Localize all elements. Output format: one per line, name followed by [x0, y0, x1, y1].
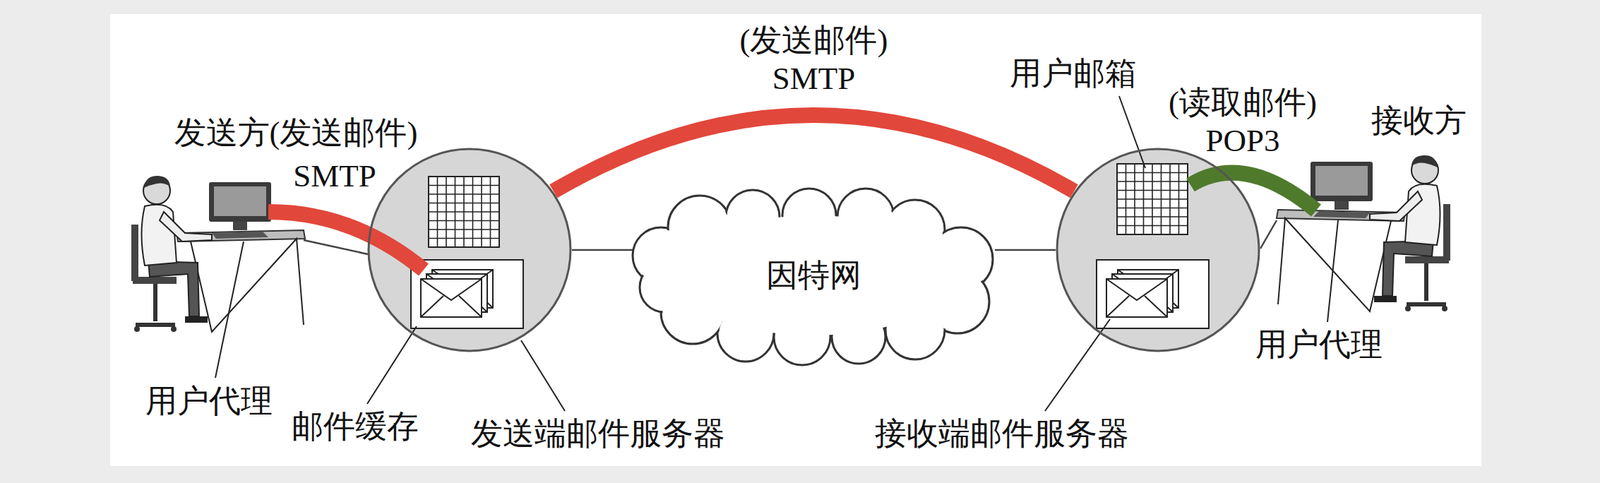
receiver-label: 接收方 [1371, 101, 1467, 140]
server-fill [1057, 148, 1259, 351]
mailbox-label: 用户邮箱 [1009, 54, 1137, 93]
cloud-outline [632, 188, 993, 366]
network-link [994, 249, 1056, 252]
mailbox-grid [428, 176, 500, 248]
leader-line [521, 340, 565, 411]
server-outline [1057, 148, 1259, 351]
leader-line [367, 326, 417, 404]
sender-label: 发送方(发送邮件) [174, 113, 419, 152]
mail-server: 发送端邮件服务器 [367, 147, 572, 353]
mailbox-grid [1117, 163, 1188, 235]
network-wire [303, 240, 368, 255]
user-agent-label: 用户代理 [1255, 325, 1383, 364]
leader-line [215, 241, 244, 378]
mail-cache-label: 邮件缓存 [291, 407, 419, 446]
leader-line [1119, 96, 1146, 169]
receiver-figure [1276, 155, 1451, 312]
network-link [571, 249, 633, 252]
server-label: 发送端邮件服务器 [470, 414, 726, 453]
mail-server: 接收端邮件服务器 [1055, 147, 1261, 353]
cloud-fill [672, 215, 955, 336]
node-outline [1055, 147, 1261, 353]
sender-figure [131, 175, 306, 332]
protocol-label: POP3 [1205, 121, 1280, 160]
mail-tray [410, 259, 524, 329]
action-label: (读取邮件) [1168, 83, 1317, 122]
server-label: 接收端邮件服务器 [874, 414, 1130, 453]
smtp-transfer-band [553, 115, 1074, 192]
server-outline [368, 148, 571, 351]
network-wire [1260, 220, 1277, 249]
panel [110, 14, 1482, 467]
protocol-label: SMTP [293, 156, 377, 195]
cloud-label: 因特网 [766, 256, 862, 295]
edge-label: (发送邮件) SMTP [725, 21, 903, 98]
smtp-band [268, 211, 424, 270]
cloud-fill [634, 190, 992, 364]
pop3-band [1190, 172, 1317, 211]
leader-line [1327, 220, 1339, 322]
user-agent-label: 用户代理 [145, 381, 273, 421]
mail-tray [1096, 259, 1209, 329]
node-outline [367, 147, 572, 353]
network-cloud: 因特网 [632, 188, 995, 363]
